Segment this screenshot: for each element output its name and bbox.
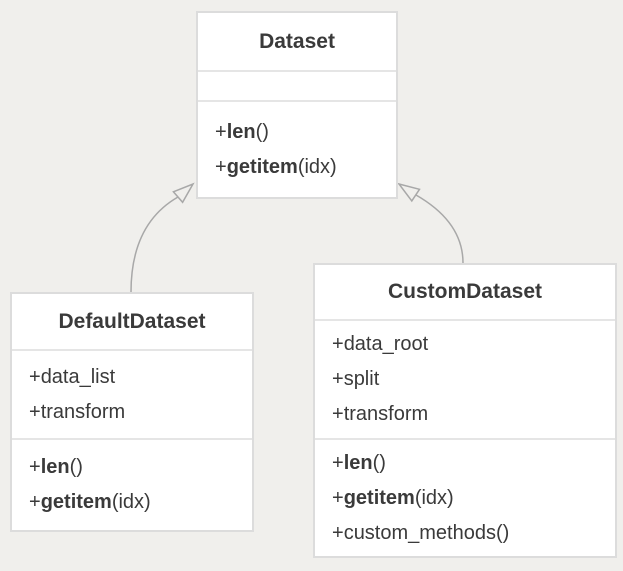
class-methods-section: +len() +getitem(idx) bbox=[198, 102, 396, 197]
inheritance-arrow-customdataset-to-dataset bbox=[397, 182, 464, 264]
class-box-customdataset: CustomDataset +data_root +split +transfo… bbox=[313, 263, 617, 558]
class-method: +getitem(idx) bbox=[29, 491, 151, 513]
class-box-defaultdataset: DefaultDataset +data_list +transform +le… bbox=[10, 292, 254, 532]
class-method: +getitem(idx) bbox=[215, 155, 337, 178]
class-method: +len() bbox=[332, 451, 386, 474]
class-box-dataset: Dataset +len() +getitem(idx) bbox=[196, 11, 398, 199]
class-attribute: +transform bbox=[29, 400, 126, 423]
hollow-triangle-arrowhead bbox=[172, 182, 195, 204]
class-method: +getitem(idx) bbox=[332, 486, 454, 509]
class-title: CustomDataset bbox=[315, 265, 615, 321]
hollow-triangle-arrowhead bbox=[397, 182, 421, 203]
class-title: DefaultDataset bbox=[12, 294, 252, 351]
class-attributes-section: +data_root +split +transform bbox=[315, 321, 615, 440]
class-method: +len() bbox=[215, 120, 269, 143]
class-attribute: +data_root bbox=[332, 333, 429, 355]
class-method: +len() bbox=[29, 456, 83, 478]
class-attributes-section: +data_list +transform bbox=[12, 351, 252, 440]
class-title: Dataset bbox=[198, 13, 396, 72]
class-method: +custom_methods() bbox=[332, 521, 510, 544]
class-methods-section: +len() +getitem(idx) +custom_methods() bbox=[315, 440, 615, 556]
class-methods-section: +len() +getitem(idx) bbox=[12, 440, 252, 530]
class-attribute: +split bbox=[332, 368, 380, 390]
class-attribute: +transform bbox=[332, 403, 429, 425]
class-attributes-section bbox=[198, 72, 396, 102]
class-attribute: +data_list bbox=[29, 365, 116, 388]
inheritance-arrow-defaultdataset-to-dataset bbox=[130, 182, 195, 293]
